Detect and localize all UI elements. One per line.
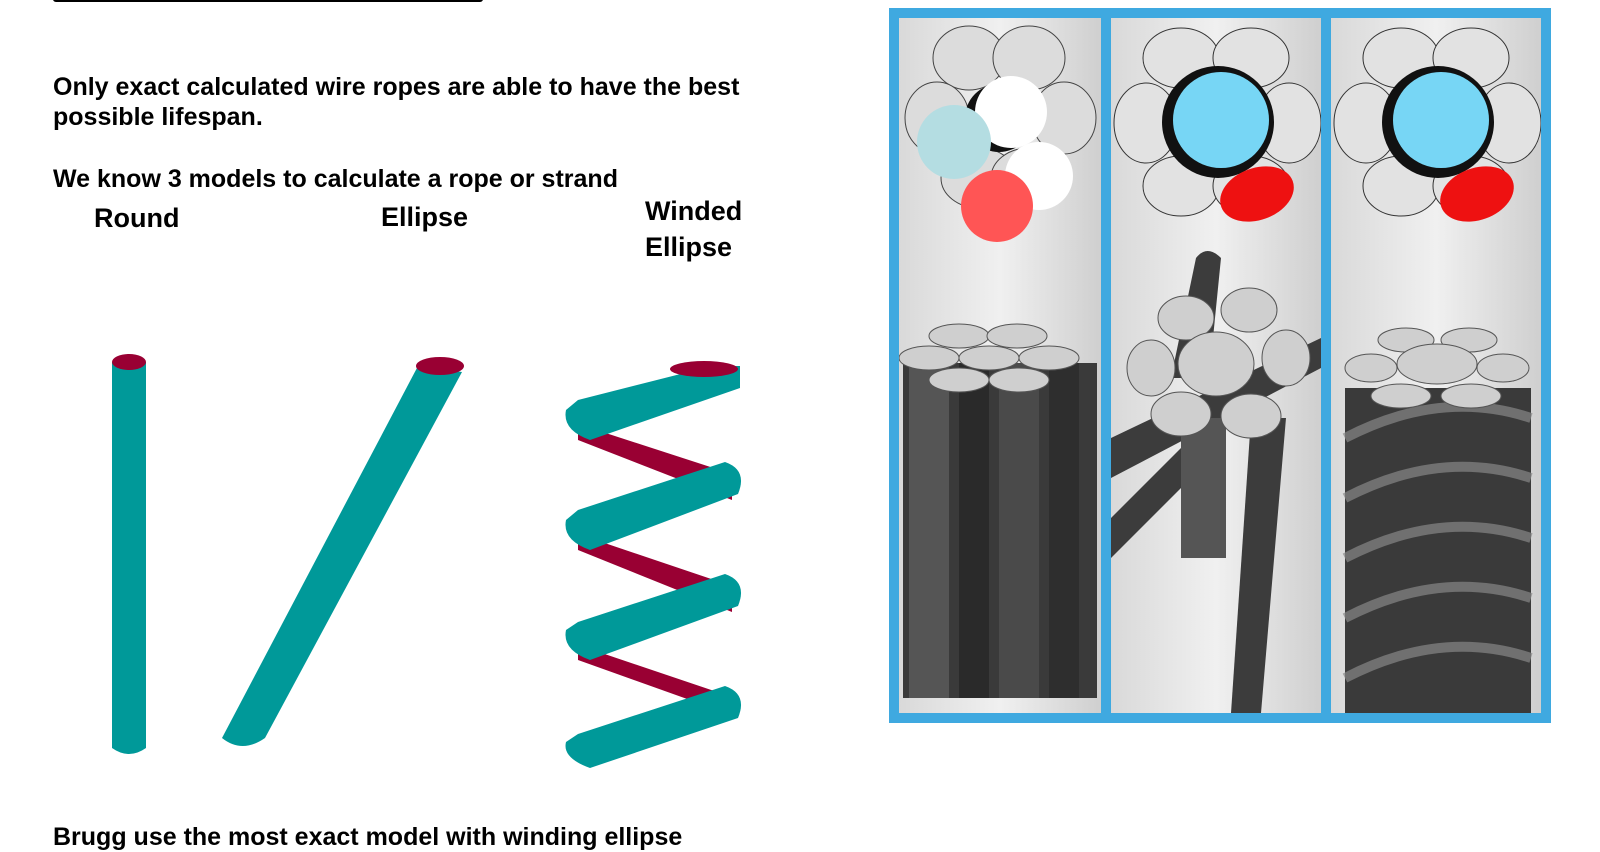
- round-rod-end: [112, 354, 146, 370]
- winded-core-wire: [1393, 72, 1489, 168]
- ellipse-model-photo: [1111, 18, 1321, 713]
- intro-text: Only exact calculated wire ropes are abl…: [53, 73, 740, 131]
- round-rod: [112, 354, 146, 754]
- label-winded-line1: Winded: [645, 196, 743, 226]
- ellipse-rod-end: [416, 357, 464, 375]
- footer-text: Brugg use the most exact model with wind…: [53, 823, 683, 851]
- ellipse-core-wire: [1173, 72, 1269, 168]
- round-lightblue-wire: [917, 105, 991, 179]
- round-model-photo: [899, 18, 1101, 713]
- cutoff-heading: [53, 0, 483, 4]
- model-illustrations: [112, 354, 742, 768]
- rope-models-photo-frame: [889, 8, 1551, 723]
- models-intro-text: We know 3 models to calculate a rope or …: [53, 165, 618, 193]
- winded-ellipse-spiral: [565, 361, 742, 768]
- label-round: Round: [94, 203, 180, 233]
- winded-red-wire: [1440, 166, 1514, 222]
- label-winded-line2: Ellipse: [645, 232, 733, 262]
- ellipse-rod: [222, 357, 464, 746]
- winded-ellipse-model-photo: [1331, 18, 1541, 713]
- label-winded-ellipse: Winded Ellipse: [645, 193, 795, 265]
- round-red-wire: [961, 170, 1033, 242]
- ellipse-red-wire: [1220, 166, 1294, 222]
- label-ellipse: Ellipse: [381, 202, 469, 232]
- winded-ellipse-end: [670, 361, 738, 377]
